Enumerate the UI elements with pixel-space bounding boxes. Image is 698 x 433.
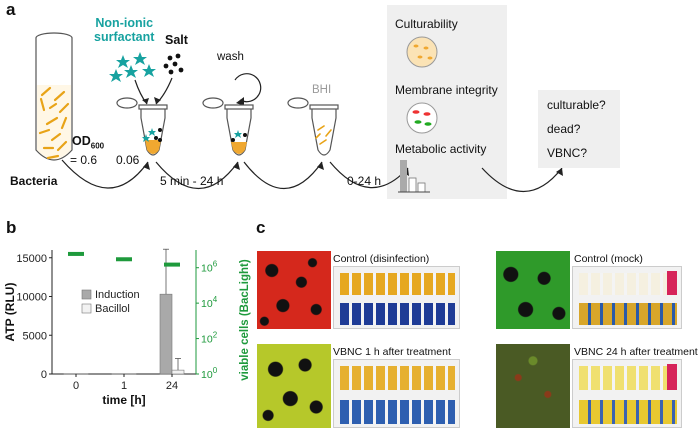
- micrograph-control-mock: [496, 251, 570, 329]
- live-dead-cells-icon: [406, 102, 438, 134]
- y-tick-label: 10000: [16, 292, 47, 304]
- y-axis-label: ATP (RLU): [3, 283, 17, 342]
- viable-cells-marker: [164, 262, 180, 267]
- od-value-diluted: 0.06: [116, 153, 140, 167]
- micrograph-vbnc-1h: [257, 344, 331, 428]
- agar-plate-icon: [406, 36, 438, 68]
- plate-strip-control-disinfection: [333, 266, 460, 329]
- od-value: = 0.6: [70, 153, 98, 167]
- y2-axis-label: viable cells (BacLight): [239, 259, 251, 381]
- y2-tick-label: 104: [201, 295, 218, 310]
- panel-b-letter: b: [6, 218, 17, 237]
- culture-tube-icon: [35, 32, 73, 161]
- box-item-metabolic: Metabolic activity: [395, 142, 487, 156]
- time-label-1: 5 min - 24 h: [160, 174, 224, 188]
- legend-label: Induction: [95, 289, 140, 301]
- y-tick-label: 5000: [23, 330, 47, 342]
- surfactant-stars-icon: [109, 52, 156, 82]
- bhi-label: BHI: [312, 84, 332, 96]
- viable-cells-marker: [116, 257, 132, 262]
- wash-label: wash: [217, 51, 244, 63]
- surfactant-label: Non-ionic surfactant: [94, 16, 155, 44]
- box-item-membrane: Membrane integrity: [395, 83, 498, 97]
- x-tick-label: 0: [73, 380, 79, 392]
- viable-cells-marker: [68, 251, 84, 256]
- od-label: OD600: [72, 134, 105, 151]
- panel-a-diagram: [35, 32, 563, 193]
- outcome-vbnc: VBNC?: [547, 146, 588, 160]
- reaction-tube-1-icon: [116, 97, 168, 156]
- micrograph-vbnc-24h: [496, 344, 570, 428]
- plate-strip-vbnc-24h: [572, 359, 682, 428]
- salt-dots-icon: [163, 53, 184, 75]
- x-tick-label: 1: [121, 380, 127, 392]
- time-label-2: 0-24 h: [347, 174, 382, 188]
- legend-label: Bacillol: [95, 303, 130, 315]
- legend-swatch: [81, 289, 92, 300]
- box-item-culturability: Culturability: [395, 17, 458, 31]
- salt-label: Salt: [165, 33, 188, 47]
- y2-tick-label: 106: [201, 260, 218, 275]
- caption-vbnc-1h: VBNC 1 h after treatment: [333, 346, 451, 358]
- x-tick-label: 24: [166, 380, 178, 392]
- outcome-dead: dead?: [547, 122, 581, 136]
- plate-strip-control-mock: [572, 266, 682, 329]
- panel-a-letter: a: [6, 0, 16, 19]
- bacteria-label: Bacteria: [10, 174, 58, 188]
- metabolic-bars-icon: [398, 160, 430, 193]
- reaction-tube-3-icon: [287, 97, 339, 156]
- y-tick-label: 15000: [16, 253, 47, 265]
- outcome-culturable: culturable?: [547, 98, 606, 112]
- outcome-box: [538, 90, 620, 168]
- bar-induction: [159, 293, 173, 375]
- bar-bacillol: [171, 369, 185, 375]
- y2-tick-label: 100: [201, 366, 218, 381]
- y-tick-label: 0: [41, 369, 47, 381]
- atp-viability-chart: 0 5000 10000 15000 100 102 104 106 0 1 24 time [h] A…: [3, 248, 251, 407]
- y2-tick-label: 102: [201, 331, 218, 346]
- caption-vbnc-24h: VBNC 24 h after treatment: [574, 346, 698, 358]
- caption-control-mock: Control (mock): [574, 253, 643, 265]
- x-axis-label: time [h]: [102, 393, 145, 407]
- caption-control-disinfection: Control (disinfection): [333, 253, 430, 265]
- legend-swatch: [81, 303, 92, 314]
- panel-c-letter: c: [256, 218, 266, 237]
- plate-strip-vbnc-1h: [333, 359, 460, 428]
- reaction-tube-2-icon: [202, 97, 254, 156]
- micrograph-control-disinfection: [257, 251, 331, 329]
